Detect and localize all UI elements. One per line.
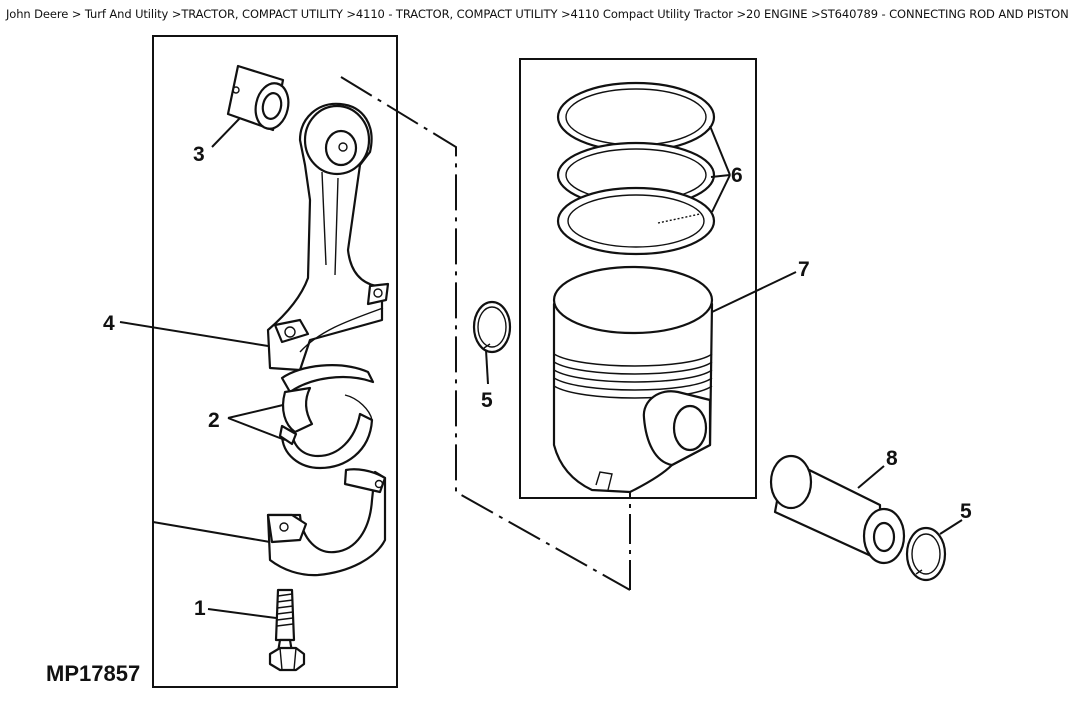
snap-ring-right-part[interactable] bbox=[905, 526, 947, 582]
connecting-rod-part[interactable] bbox=[266, 102, 390, 372]
breadcrumb-separator: > bbox=[732, 7, 747, 21]
rod-bolt-part[interactable] bbox=[268, 588, 306, 672]
callout-6[interactable]: 6 bbox=[731, 164, 743, 187]
piston-rings-part[interactable] bbox=[556, 81, 716, 256]
breadcrumb-separator: > bbox=[342, 7, 356, 21]
callout-8[interactable]: 8 bbox=[886, 447, 898, 470]
callout-5-right[interactable]: 5 bbox=[960, 500, 972, 523]
breadcrumb-turf-and-utility[interactable]: Turf And Utility bbox=[84, 7, 169, 21]
breadcrumb-separator: > bbox=[168, 7, 182, 21]
callout-3[interactable]: 3 bbox=[193, 143, 205, 166]
piston-frame bbox=[519, 58, 757, 499]
connecting-rod-frame bbox=[152, 35, 398, 688]
figure-id: MP17857 bbox=[46, 661, 140, 686]
callout-2[interactable]: 2 bbox=[208, 409, 220, 432]
callout-5-left[interactable]: 5 bbox=[481, 389, 493, 412]
callout-1[interactable]: 1 bbox=[194, 597, 206, 620]
breadcrumb-current-page: ST640789 - CONNECTING ROD AND PISTON bbox=[820, 7, 1069, 21]
breadcrumb: John Deere > Turf And Utility >TRACTOR, … bbox=[6, 7, 1069, 21]
snap-ring-left-part[interactable] bbox=[472, 300, 512, 354]
assembly-centerlines bbox=[340, 76, 631, 591]
breadcrumb-separator: > bbox=[807, 7, 821, 21]
breadcrumb-tractor-compact-utility[interactable]: TRACTOR, COMPACT UTILITY bbox=[181, 7, 343, 21]
callout-leaders bbox=[119, 117, 963, 619]
breadcrumb-20-engine[interactable]: 20 ENGINE bbox=[746, 7, 808, 21]
breadcrumb-4110-compact-utility[interactable]: 4110 Compact Utility Tractor bbox=[570, 7, 734, 21]
piston-part[interactable] bbox=[552, 265, 714, 494]
callout-7[interactable]: 7 bbox=[798, 258, 810, 281]
breadcrumb-4110-tractor[interactable]: 4110 - TRACTOR, COMPACT UTILITY bbox=[355, 7, 558, 21]
rod-cap-part[interactable] bbox=[266, 468, 387, 577]
breadcrumb-separator: > bbox=[68, 7, 85, 21]
parts-diagram: 3 4 2 1 5 6 7 8 5 MP17857 bbox=[46, 35, 972, 688]
breadcrumb-separator: > bbox=[557, 7, 571, 21]
bushing-part[interactable] bbox=[226, 64, 292, 132]
piston-pin-part[interactable] bbox=[769, 454, 906, 565]
bearing-shells-part[interactable] bbox=[278, 364, 375, 470]
callout-4[interactable]: 4 bbox=[103, 312, 115, 335]
breadcrumb-john-deere[interactable]: John Deere bbox=[6, 7, 69, 21]
